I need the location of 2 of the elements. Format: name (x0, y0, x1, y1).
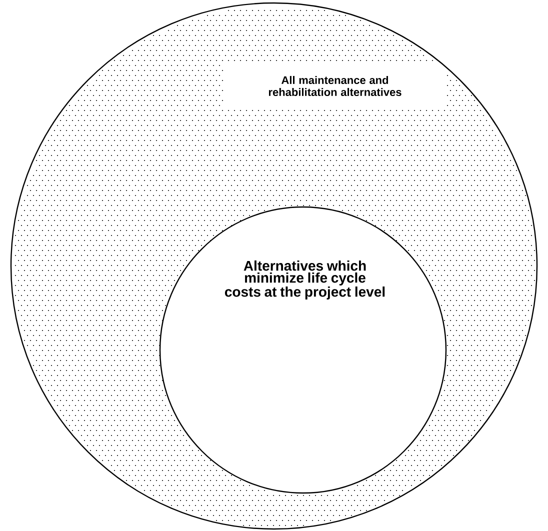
circle-label: All maintenance and rehabilitation alternatives (268, 76, 402, 96)
circle-label: Alternatives which minimize life cycle costs at the project level (224, 260, 385, 300)
